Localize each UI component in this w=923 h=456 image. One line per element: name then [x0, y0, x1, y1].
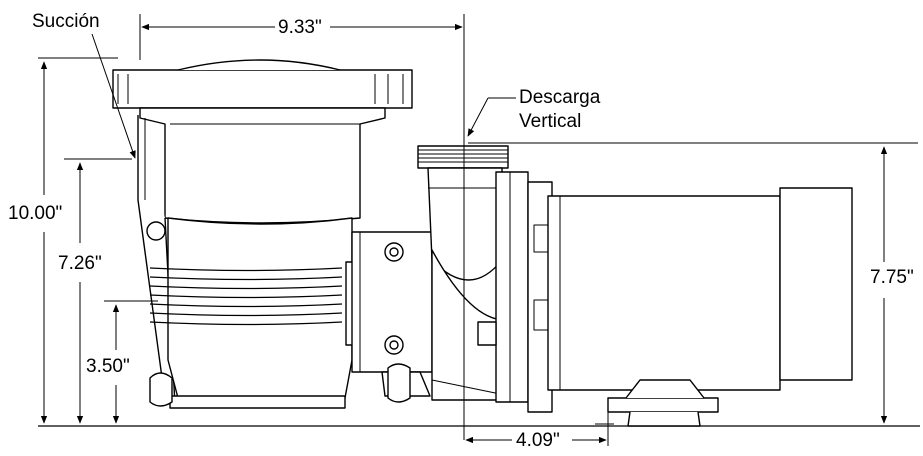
dim-overall-length: 9.33": [276, 17, 324, 38]
dim-overall-height: 10.00": [6, 203, 65, 224]
dimension-lines: [38, 14, 918, 446]
motor: [527, 181, 853, 427]
dim-motor-height: 7.75": [868, 267, 916, 288]
dim-shaft-height: 3.50": [84, 356, 132, 377]
discharge-label-line1: Descarga: [519, 87, 601, 108]
discharge-label-line2: Vertical: [519, 111, 582, 132]
drain-plug-icon: [146, 221, 166, 241]
dim-suction-height: 7.26": [56, 253, 104, 274]
motor-base: [607, 397, 719, 413]
suction-label: Succión: [32, 11, 100, 32]
strainer-housing: [112, 59, 413, 409]
basket-ribs: [149, 267, 343, 326]
volute-body: [351, 145, 529, 403]
dim-discharge-to-mount: 4.09": [514, 430, 562, 451]
